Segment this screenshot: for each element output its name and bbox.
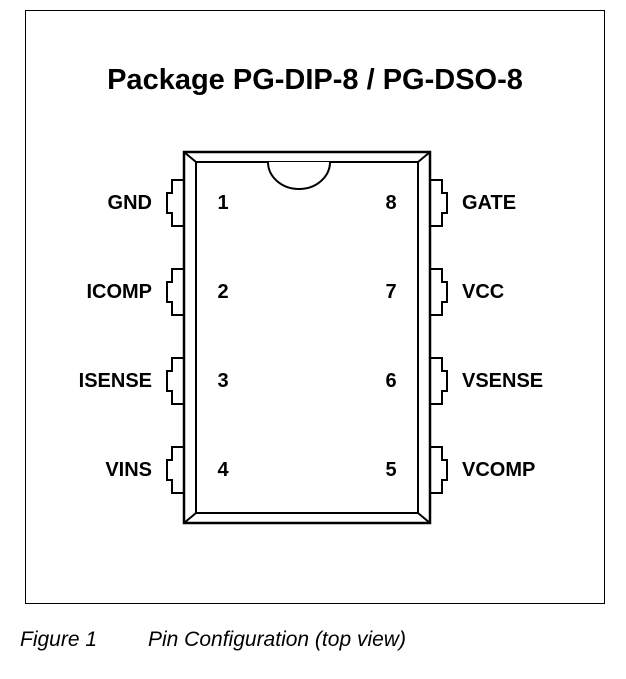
pin-lead-7	[430, 268, 448, 316]
package-outer-outline	[182, 150, 432, 525]
pin-lead-5	[430, 446, 448, 494]
caption-text: Pin Configuration (top view)	[148, 628, 406, 651]
caption-figure-number: Figure 1	[20, 628, 98, 651]
pin-lead-3	[166, 357, 184, 405]
pin-name-6: VSENSE	[462, 370, 544, 392]
pins-group	[166, 179, 448, 494]
figure-caption: Figure 1 Pin Configuration (top view)	[20, 626, 406, 654]
pin-name-1: GND	[107, 192, 152, 214]
pin-name-5: VCOMP	[462, 459, 536, 481]
pin-number-4: 4	[217, 459, 229, 481]
figure-frame	[25, 10, 605, 604]
pin-lead-2	[166, 268, 184, 316]
pin-name-8: GATE	[462, 192, 517, 214]
pin-name-7: VCC	[462, 281, 505, 303]
pin-lead-8	[430, 179, 448, 227]
pin-number-8: 8	[385, 192, 397, 214]
pin-number-7: 7	[385, 281, 397, 303]
package-title: Package PG-DIP-8 / PG-DSO-8	[107, 64, 523, 96]
bevel-line	[417, 512, 431, 524]
pin-number-5: 5	[385, 459, 397, 481]
pin-name-3: ISENSE	[78, 370, 152, 392]
pin-name-2: ICOMP	[86, 281, 152, 303]
pin-number-3: 3	[217, 370, 229, 392]
pin-number-1: 1	[217, 192, 229, 214]
bevel-line	[417, 151, 431, 163]
bevel-line	[183, 151, 197, 163]
pin-number-6: 6	[385, 370, 397, 392]
pin-name-4: VINS	[105, 459, 152, 481]
pin-lead-6	[430, 357, 448, 405]
orientation-notch	[267, 161, 331, 190]
pin-lead-4	[166, 446, 184, 494]
pin-number-2: 2	[217, 281, 229, 303]
pin-lead-1	[166, 179, 184, 227]
bevel-line	[183, 512, 197, 524]
